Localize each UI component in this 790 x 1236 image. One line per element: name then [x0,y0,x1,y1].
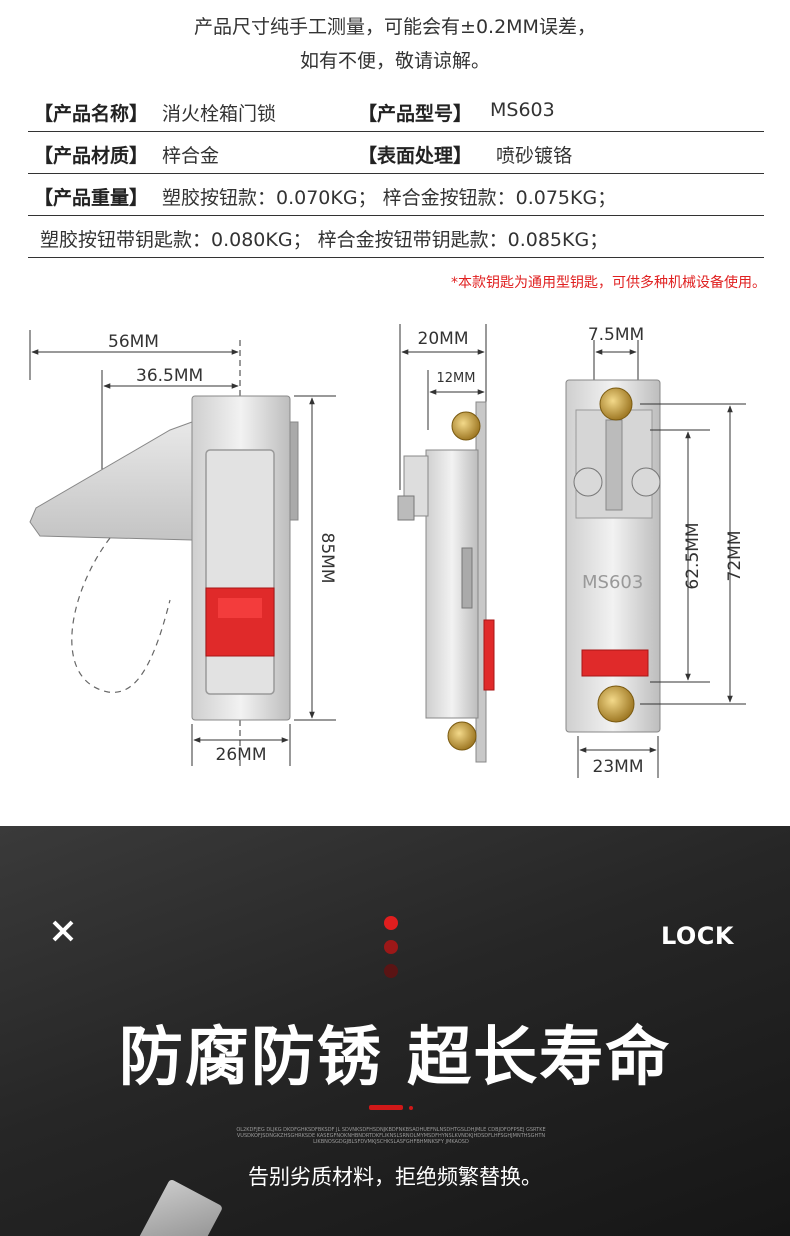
dim-36.5-label: 36.5MM [136,366,203,386]
handle-lever [29,421,193,541]
key-note: *本款钥匙为通用型钥匙，可供多种机械设备使用。 [451,275,766,291]
spec-row-name: 【产品名称】 消火栓箱门锁 【产品型号】 MS603 [28,90,764,132]
dim-12-label: 12MM [437,371,476,386]
dim-26-label: 26MM [216,745,267,765]
brass-nut-top [451,411,481,441]
dimension-drawing: 56MM 36.5MM 85MM 26MM 20MM 12MM [29,324,746,778]
product-model-value: MS603 [490,99,555,121]
spec-row-weight2: 塑胶按钮带钥匙款：0.080KG； 梓合金按钮带钥匙款：0.085KG； [28,216,764,258]
dim-72-label: 72MM [725,531,745,582]
surface-label: 【表面处理】 [358,145,473,167]
surface-value: 喷砂镀铬 [496,145,573,167]
headline-underline [369,1105,403,1110]
dim-85-label: 85MM [317,533,337,584]
product-name-label: 【产品名称】 [34,103,149,125]
spec-row-weight: 【产品重量】 塑胶按钮款：0.070KG； 梓合金按钮款：0.075KG； [28,174,764,216]
brass-nut-bottom [447,721,477,751]
material-label: 【产品材质】 [34,145,149,167]
measurement-note-line2: 如有不便，敬请谅解。 [299,50,490,72]
weight-value: 塑胶按钮款：0.070KG； 梓合金按钮款：0.075KG； [162,187,617,209]
dim-20-label: 20MM [418,329,469,349]
decorative-dots [384,916,400,988]
rear-view: 7.5MM MS603 62.5MM 72MM 23MM [565,325,746,778]
handle-swing-path [71,537,171,693]
weight-label: 【产品重量】 [34,187,149,209]
side-view: 20MM 12MM [397,324,495,763]
banner-slogan: 告别劣质材料，拒绝频繁替换。 [248,1165,542,1189]
weight-value-2: 塑胶按钮带钥匙款：0.080KG； 梓合金按钮带钥匙款：0.085KG； [40,229,609,251]
spec-row-material: 【产品材质】 梓合金 【表面处理】 喷砂镀铬 [28,132,764,174]
dim-56-label: 56MM [108,332,159,352]
dim-62.5-label: 62.5MM [683,522,703,589]
banner-fine-print: OL2KDFJEG DLJKG DKDFGHKSDFBKSDF JL SDVNK… [236,1127,546,1145]
product-name-value: 消火栓箱门锁 [162,103,277,125]
dim-7.5-label: 7.5MM [588,325,644,345]
banner-headline: 防腐防锈 超长寿命 [118,1021,672,1095]
feature-banner: LOCK 防腐防锈 超长寿命 OL2KDFJEG DLJKG DKDFGHKSD… [0,826,790,1236]
measurement-note-line1: 产品尺寸纯手工测量，可能会有±0.2MM误差， [194,16,596,38]
close-x-icon [52,920,74,942]
model-stamp: MS603 [582,572,643,593]
lock-label: LOCK [660,922,734,950]
spec-table: 【产品名称】 消火栓箱门锁 【产品型号】 MS603 【产品材质】 梓合金 【表… [28,90,764,258]
material-value: 梓合金 [162,145,220,167]
front-view: 56MM 36.5MM 85MM 26MM [29,330,337,770]
product-model-label: 【产品型号】 [358,103,473,125]
dim-23-label: 23MM [593,757,644,777]
